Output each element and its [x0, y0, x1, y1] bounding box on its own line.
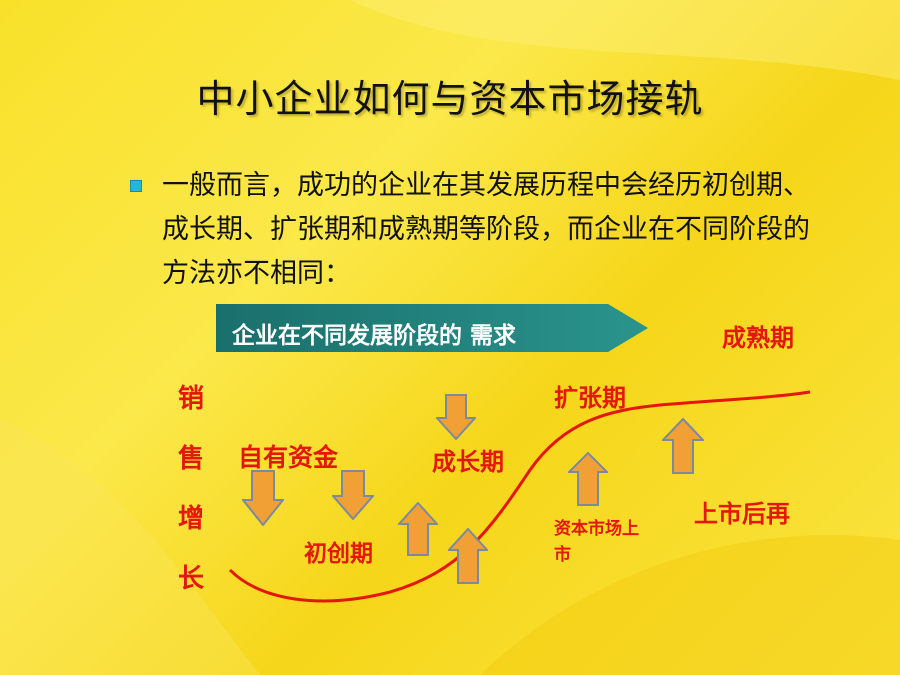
banner-arrow	[216, 304, 648, 352]
down-arrow-icon	[436, 394, 476, 440]
down-arrow-icon	[242, 470, 284, 526]
y-axis-char-4: 长	[178, 564, 205, 594]
up-arrow-icon	[662, 418, 704, 474]
growth-curve	[228, 390, 811, 603]
funding-post-ipo: 上市后再	[694, 499, 790, 528]
funding-ipo-line1: 资本市场上	[554, 519, 639, 539]
stage-expansion: 扩张期	[554, 383, 626, 412]
stage-startup: 初创期	[304, 540, 373, 567]
funding-ipo-line2: 市	[554, 545, 571, 565]
up-arrow-icon	[448, 528, 488, 584]
y-axis-char-1: 销	[178, 384, 205, 414]
funding-own-funds: 自有资金	[238, 443, 339, 472]
stage-maturity: 成熟期	[722, 323, 794, 352]
bullet-square-icon	[130, 180, 142, 192]
bullet-paragraph: 一般而言，成功的企业在其发展历程中会经历初创期、成长期、扩张期和成熟期等阶段，而…	[162, 170, 810, 289]
slide-title: 中小企业如何与资本市场接轨	[196, 77, 704, 121]
up-arrow-icon	[398, 502, 438, 556]
y-axis-char-3: 增	[178, 504, 205, 534]
y-axis-char-2: 售	[178, 444, 205, 474]
stage-growth: 成长期	[432, 447, 504, 476]
up-arrow-icon	[568, 452, 608, 506]
banner-label: 企业在不同发展阶段的 需求	[232, 323, 517, 349]
down-arrow-icon	[332, 470, 374, 520]
